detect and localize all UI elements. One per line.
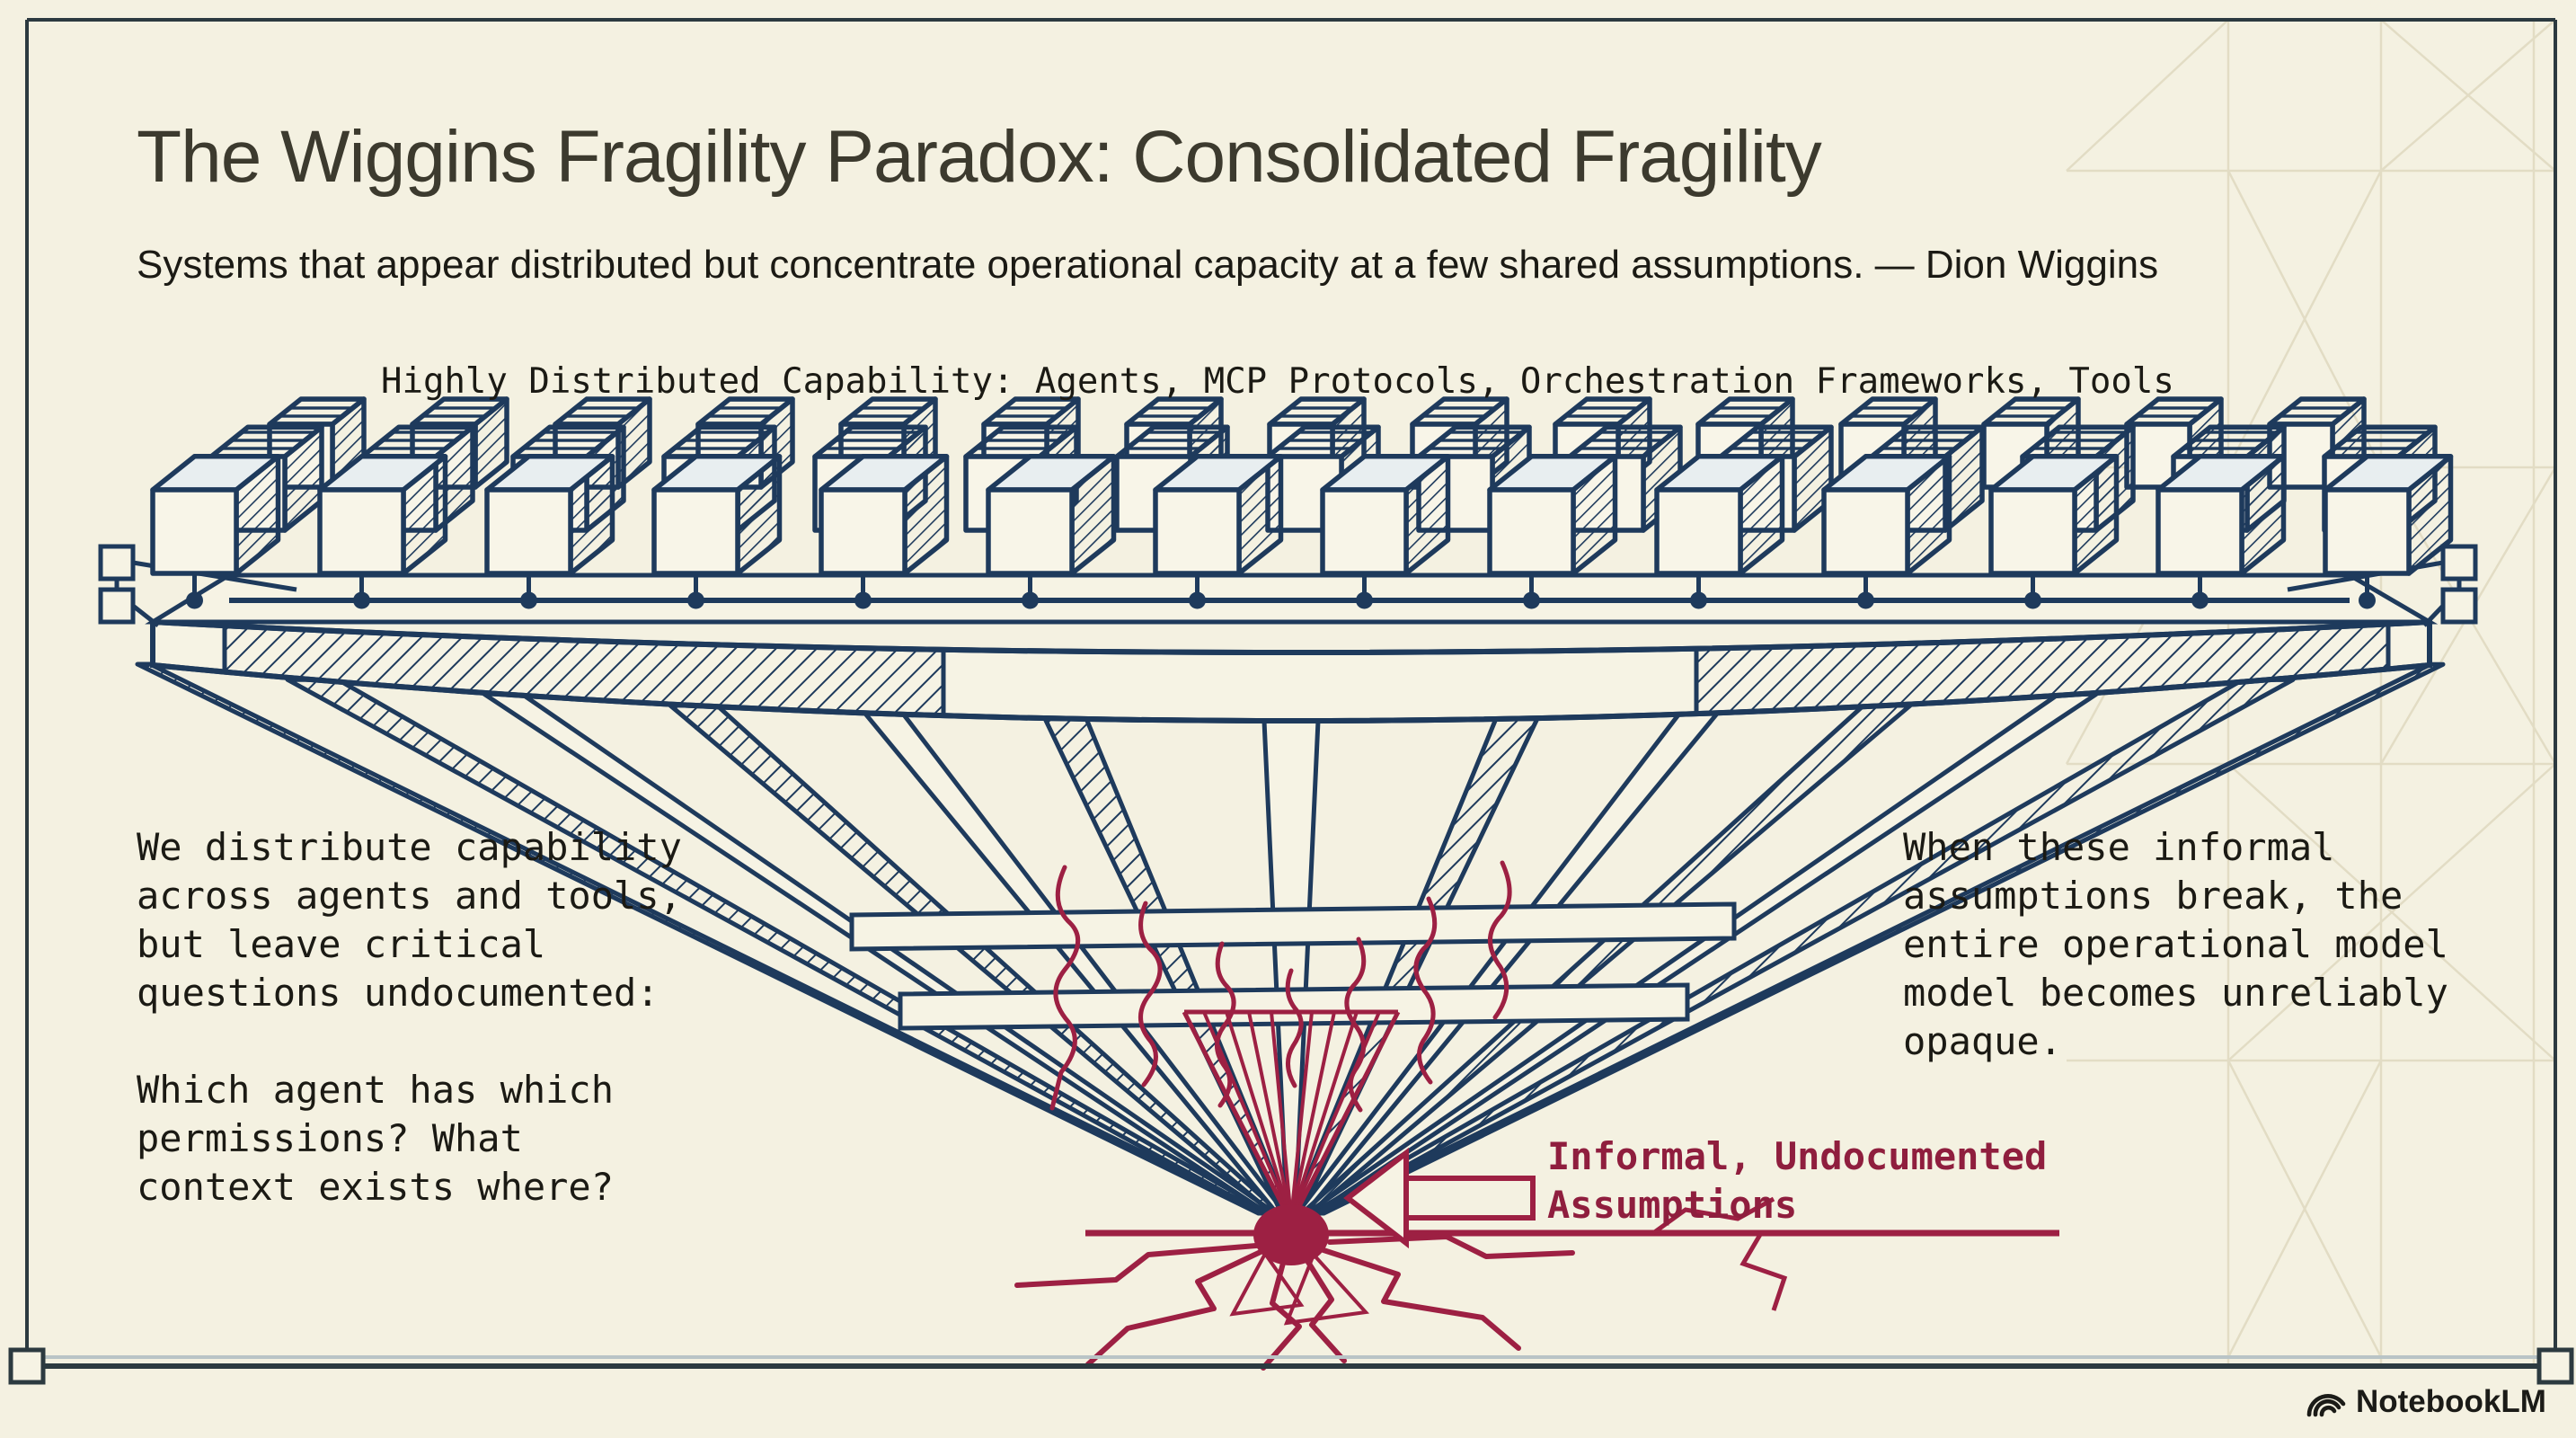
canvas-frame [8, 18, 2574, 1385]
right-note-paragraph: When these informal assumptions break, t… [1903, 825, 2448, 1063]
capability-cube [484, 454, 615, 576]
crack-wedge [1229, 1250, 1305, 1317]
capability-cube [1416, 424, 1532, 533]
capability-cube [986, 454, 1117, 576]
capability-cube [1487, 454, 1618, 576]
informal-assumptions-arrow [1343, 1147, 1536, 1249]
notebooklm-watermark: NotebookLM [2306, 1384, 2546, 1420]
bus-node-dot [1189, 591, 1206, 609]
bus-node-dot [353, 591, 370, 609]
capability-cube [2323, 454, 2454, 576]
failure-point [1253, 1204, 1329, 1265]
cube-grid [150, 396, 2454, 576]
capability-cube [1153, 454, 1284, 576]
bus-node-dot [2024, 591, 2041, 609]
notebooklm-wordmark: NotebookLM [2356, 1384, 2546, 1419]
bus-node-dot [2359, 591, 2376, 609]
corner-handle [2536, 1347, 2574, 1385]
bus-node-dot [1022, 591, 1039, 609]
bus-node-dot [520, 591, 537, 609]
strut-beam [863, 711, 1288, 1216]
strut-beam [1261, 718, 1321, 1216]
distributed-capability-label: Highly Distributed Capability: Agents, M… [381, 361, 2174, 402]
bus-node-dot [1690, 591, 1707, 609]
informal-assumptions-label: Informal, Undocumented Assumptions [1547, 1134, 2048, 1227]
bus-node-dot [687, 591, 704, 609]
stress-squiggles [1049, 860, 1512, 1113]
crack-lines [1014, 1234, 1575, 1371]
ground-line [1085, 1196, 2059, 1311]
left-note-paragraph-1: We distribute capability across agents a… [137, 825, 682, 1015]
bus-node-dot [1356, 591, 1373, 609]
capability-cube [819, 454, 950, 576]
notebooklm-logo-icon [2306, 1394, 2346, 1417]
strut-beam [1313, 661, 2446, 1216]
crack-wedge [1283, 1251, 1370, 1326]
capability-cube [1988, 454, 2120, 576]
page-subtitle: Systems that appear distributed but conc… [137, 243, 2159, 287]
strut-beam [668, 703, 1283, 1216]
page-title: The Wiggins Fragility Paradox: Consolida… [137, 116, 1822, 198]
bus-node-dot [1523, 591, 1540, 609]
corner-handle [8, 1347, 46, 1385]
capability-cube [150, 454, 281, 576]
bus-node-dot [186, 591, 203, 609]
bus-node-dot [1857, 591, 1874, 609]
capability-cube [2156, 454, 2287, 576]
blueprint-pattern [2065, 19, 2557, 1366]
capability-cube [1654, 454, 1785, 576]
capability-cube [1320, 454, 1451, 576]
left-note-paragraph-2: Which agent has which permissions? What … [137, 1068, 615, 1209]
bus-node-dot [854, 591, 872, 609]
failure-funnel [1182, 1009, 1401, 1224]
capability-cube [651, 454, 783, 576]
informal-assumption-cracks [1014, 860, 2059, 1371]
capability-cube [1821, 454, 1952, 576]
bus-connectors [186, 573, 2376, 609]
bus-node-dot [2191, 591, 2209, 609]
capability-cube [317, 454, 448, 576]
